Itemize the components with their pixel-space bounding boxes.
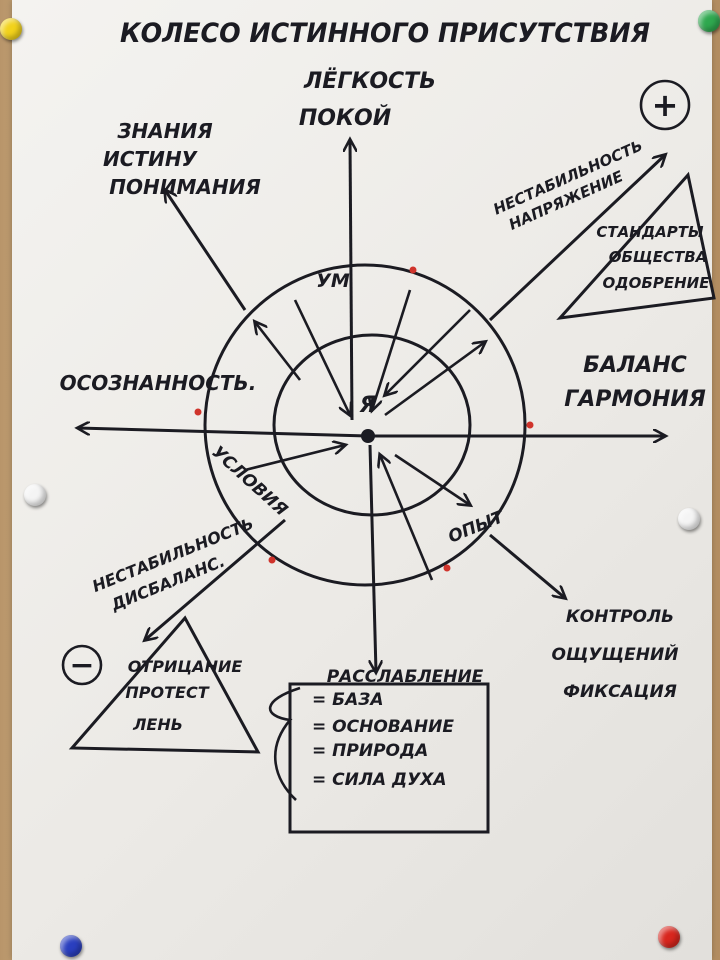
inward-arrow-1 (255, 322, 302, 381)
inward-arrow-2 (293, 299, 350, 415)
top-axis-label-1: ЛЁГКОСТЬ (303, 68, 436, 94)
bottom-box-item-1: = БАЗА (312, 690, 384, 710)
board-title: КОЛЕСО ИСТИННОГО ПРИСУТСТВИЯ (120, 18, 650, 49)
left-axis-label: ОСОЗНАННОСТЬ. (60, 371, 257, 395)
plus-sign: + (652, 86, 679, 124)
right-axis-label-1: БАЛАНС (583, 353, 687, 378)
inward-arrow-4 (384, 342, 485, 417)
top-axis-label-2: ПОКОЙ (299, 105, 391, 131)
circle-label-mind: УМ (316, 270, 350, 292)
push-pin-bottom-left (60, 935, 82, 957)
minus-sign: − (69, 648, 94, 683)
lower-right-label-1: КОНТРОЛЬ (566, 607, 674, 627)
minus-triangle (68, 615, 261, 754)
push-pin-top-right (698, 10, 720, 32)
lower-right-label-3: ФИКСАЦИЯ (563, 682, 677, 702)
inward-arrow-7 (380, 455, 434, 581)
bottom-box-item-3: = ПРИРОДА (312, 741, 428, 761)
minus-triangle-label-3: ЛЕНЬ (132, 715, 183, 734)
push-pin-bottom-right (658, 926, 680, 948)
inward-arrow-3 (372, 289, 412, 410)
bottom-box-item-2: = ОСНОВАНИЕ (312, 717, 454, 737)
upper-left-label-2: ИСТИНУ (103, 147, 199, 171)
marker-dot (194, 408, 202, 416)
plus-triangle (556, 171, 716, 321)
marker-dot (268, 556, 276, 564)
arrow-lower-right (489, 533, 565, 598)
marker-dot (526, 421, 534, 429)
circle-label-center: Я (359, 393, 377, 418)
plus-triangle-label-2: ОБЩЕСТВА (609, 248, 708, 266)
inward-arrow-5 (385, 309, 471, 395)
plus-circle (639, 79, 691, 131)
arrow-lower-left (145, 518, 286, 640)
push-pin-mid-right (678, 508, 700, 530)
upper-left-label-1: ЗНАНИЯ (116, 119, 212, 143)
inward-arrow-6 (244, 445, 345, 472)
right-axis-label-2: ГАРМОНИЯ (564, 387, 706, 412)
bottom-box-bracket (268, 686, 301, 801)
inward-arrow-8 (394, 453, 470, 505)
bottom-box (288, 682, 490, 834)
axis-left-arrow (78, 428, 369, 438)
plus-triangle-label-1: СТАНДАРТЫ (596, 223, 704, 241)
axis-top-arrow (350, 140, 352, 421)
push-pin-mid-left (24, 484, 46, 506)
bottom-box-item-4: = СИЛА ДУХА (312, 770, 447, 790)
outer-circle (203, 263, 527, 587)
minus-triangle-label-2: ПРОТЕСТ (125, 683, 209, 702)
minus-circle (61, 644, 103, 686)
push-pin-top-left (0, 18, 22, 40)
plus-triangle-label-3: ОДОБРЕНИЕ (603, 274, 711, 292)
minus-triangle-label-1: ОТРИЦАНИЕ (128, 657, 243, 676)
arrow-upper-right (488, 155, 665, 322)
marker-dot (409, 266, 417, 274)
arrow-upper-left (165, 190, 247, 311)
bottom-box-heading: РАССЛАБЛЕНИЕ (327, 667, 484, 687)
marker-dot (443, 564, 451, 572)
lower-right-label-2: ОЩУЩЕНИЙ (552, 643, 679, 665)
flipchart-paper (12, 0, 712, 960)
upper-left-label-3: ПОНИМАНИЯ (109, 175, 260, 199)
axis-bottom-arrow (368, 444, 376, 672)
